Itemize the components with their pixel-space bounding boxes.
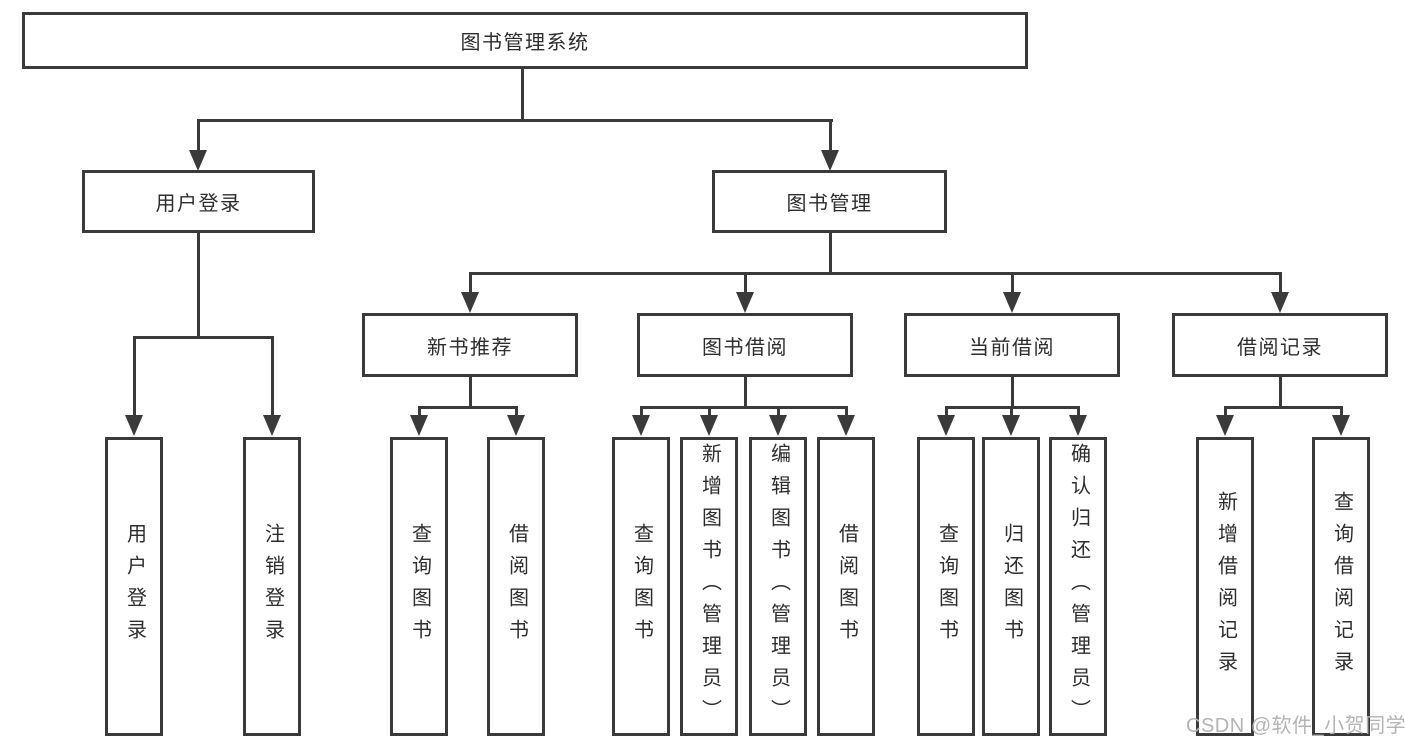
node-label: 确认归还（管理员） [1067, 442, 1090, 731]
connector-line [521, 69, 524, 119]
leaf-query-books-recommend: 查询图书 [390, 437, 448, 736]
leaf-user-login: 用户登录 [105, 437, 163, 736]
node-user-login: 用户登录 [82, 170, 315, 233]
connector-line [829, 233, 832, 272]
connector-line [418, 406, 421, 417]
node-label: 注销登录 [261, 522, 284, 651]
connector-line [1077, 406, 1080, 417]
node-label: 借阅记录 [1237, 336, 1323, 359]
node-label: 借阅图书 [505, 522, 528, 651]
node-label: 查询图书 [935, 522, 958, 651]
connector-line [469, 272, 1282, 275]
connector-line [515, 406, 518, 417]
node-root-library-system: 图书管理系统 [22, 12, 1028, 69]
node-label: 图书管理系统 [460, 32, 590, 54]
connector-line [469, 377, 472, 406]
arrow-down-icon [1003, 292, 1021, 313]
watermark: CSDN @软件_小贺同学 [1186, 715, 1405, 737]
connector-line [829, 119, 832, 152]
node-new-book-recommend: 新书推荐 [362, 313, 578, 377]
arrow-down-icon [837, 415, 855, 436]
node-label: 当前借阅 [969, 336, 1055, 359]
leaf-add-borrow-record: 新增借阅记录 [1196, 437, 1254, 736]
node-label: 图书借阅 [702, 336, 788, 359]
arrow-down-icon [700, 415, 718, 436]
connector-line [1011, 272, 1014, 294]
leaf-return-book: 归还图书 [982, 437, 1040, 736]
arrow-down-icon [263, 415, 281, 436]
connector-line [708, 406, 711, 417]
leaf-query-books-current: 查询图书 [917, 437, 975, 736]
connector-line [197, 119, 200, 152]
connector-line [640, 406, 643, 417]
connector-line [197, 119, 833, 122]
leaf-borrow-books-recommend: 借阅图书 [487, 437, 545, 736]
node-label: 查询图书 [630, 522, 653, 651]
node-current-borrowing: 当前借阅 [904, 313, 1120, 377]
node-label: 新书推荐 [427, 336, 513, 359]
node-label: 编辑图书（管理员） [767, 442, 790, 731]
node-label: 新增图书（管理员） [698, 442, 721, 731]
arrow-down-icon [410, 415, 428, 436]
connector-line [197, 233, 200, 336]
arrow-down-icon [461, 292, 479, 313]
connector-line [1224, 406, 1227, 417]
connector-line [133, 336, 136, 417]
connector-line [1279, 272, 1282, 294]
node-label: 查询借阅记录 [1330, 490, 1353, 683]
leaf-borrow-books: 借阅图书 [817, 437, 875, 736]
arrow-down-icon [1332, 415, 1350, 436]
arrow-down-icon [1216, 415, 1234, 436]
connector-line [777, 406, 780, 417]
arrow-down-icon [736, 292, 754, 313]
connector-line [1279, 377, 1282, 406]
node-label: 用户登录 [155, 193, 242, 215]
arrow-down-icon [1271, 292, 1289, 313]
connector-line [744, 377, 747, 406]
connector-line [945, 406, 948, 417]
leaf-query-books-borrow: 查询图书 [612, 437, 670, 736]
connector-line [1224, 406, 1342, 409]
leaf-edit-book-admin: 编辑图书（管理员） [749, 437, 807, 736]
connector-line [845, 406, 848, 417]
node-borrowing-records: 借阅记录 [1172, 313, 1388, 377]
connector-line [1010, 406, 1013, 417]
node-book-borrowing: 图书借阅 [637, 313, 853, 377]
connector-line [744, 272, 747, 294]
node-label: 借阅图书 [835, 522, 858, 651]
node-label: 查询图书 [408, 522, 431, 651]
connector-line [1011, 377, 1014, 406]
arrow-down-icon [189, 150, 207, 171]
leaf-logout: 注销登录 [243, 437, 301, 736]
arrow-down-icon [507, 415, 525, 436]
leaf-query-borrow-record: 查询借阅记录 [1312, 437, 1370, 736]
node-book-management: 图书管理 [712, 170, 947, 233]
arrow-down-icon [821, 150, 839, 171]
connector-line [271, 336, 274, 417]
connector-line [418, 406, 518, 409]
node-label: 图书管理 [786, 193, 873, 215]
leaf-confirm-return-admin: 确认归还（管理员） [1049, 437, 1107, 736]
connector-line [133, 336, 274, 339]
leaf-add-book-admin: 新增图书（管理员） [680, 437, 738, 736]
node-label: 归还图书 [1000, 522, 1023, 651]
arrow-down-icon [1002, 415, 1020, 436]
arrow-down-icon [1069, 415, 1087, 436]
arrow-down-icon [937, 415, 955, 436]
arrow-down-icon [632, 415, 650, 436]
connector-line [1340, 406, 1343, 417]
node-label: 用户登录 [123, 522, 146, 651]
connector-line [469, 272, 472, 294]
arrow-down-icon [769, 415, 787, 436]
arrow-down-icon [125, 415, 143, 436]
node-label: 新增借阅记录 [1214, 490, 1237, 683]
connector-line [640, 406, 848, 409]
